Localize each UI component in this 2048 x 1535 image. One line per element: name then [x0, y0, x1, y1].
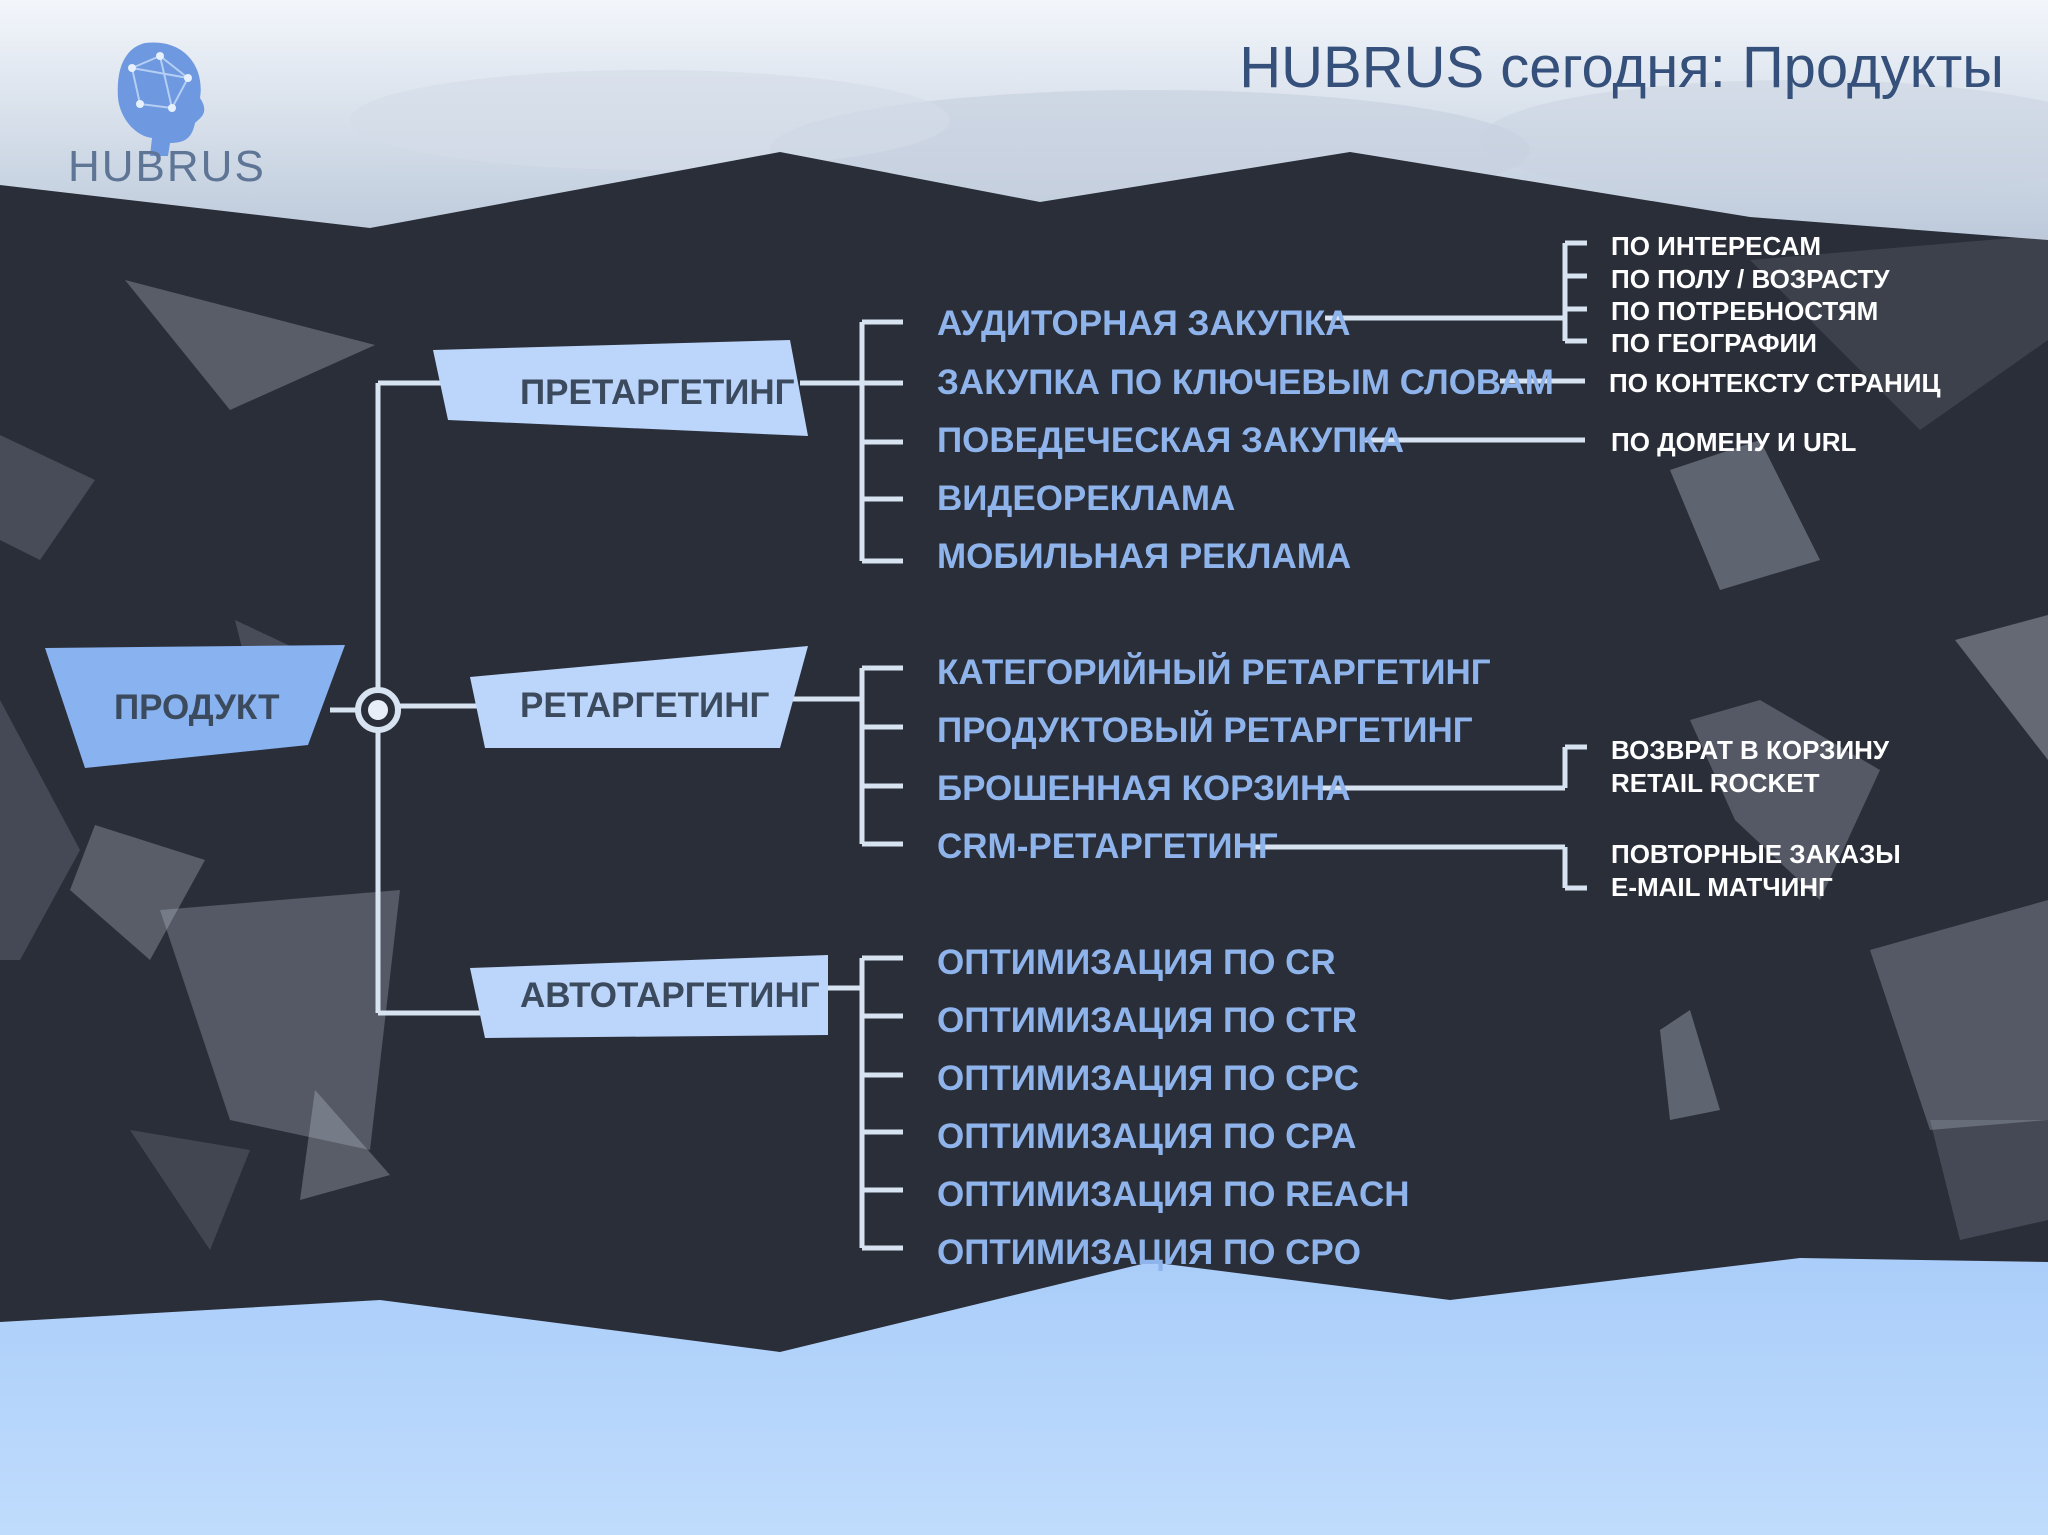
detail-repeat-orders: ПОВТОРНЫЕ ЗАКАЗЫ [1611, 839, 1901, 869]
item-mobile-ads: МОБИЛЬНАЯ РЕКЛАМА [937, 537, 1352, 576]
item-product-retargeting: ПРОДУКТОВЫЙ РЕТАРГЕТИНГ [937, 711, 1473, 750]
detail-retail-rocket: RETAIL ROCKET [1611, 768, 1820, 798]
branch-label-pretargeting: ПРЕТАРГЕТИНГ [520, 373, 795, 412]
detail-by-domain-url: ПО ДОМЕНУ И URL [1611, 427, 1857, 457]
detail-by-interests: ПО ИНТЕРЕСАМ [1611, 231, 1822, 261]
item-opt-reach: ОПТИМИЗАЦИЯ ПО REACH [937, 1175, 1410, 1214]
crystal-shards [0, 235, 2048, 1250]
item-behavioral-buying: ПОВЕДЕЧЕСКАЯ ЗАКУПКА [937, 421, 1405, 460]
detail-by-geography: ПО ГЕОГРАФИИ [1611, 328, 1817, 358]
item-opt-cpc: ОПТИМИЗАЦИЯ ПО CPC [937, 1059, 1360, 1098]
branch-label-autotargeting: АВТОТАРГЕТИНГ [520, 976, 820, 1015]
hubrus-logo-icon [117, 42, 205, 157]
page-title: HUBRUS сегодня: Продукты [1239, 35, 2004, 100]
branch-label-retargeting: РЕТАРГЕТИНГ [520, 686, 770, 725]
logo-text: HUBRUS [68, 142, 266, 191]
dark-band [0, 152, 2048, 1352]
detail-by-gender-age: ПО ПОЛУ / ВОЗРАСТУ [1611, 264, 1890, 294]
detail-by-needs: ПО ПОТРЕБНОСТЯМ [1611, 296, 1879, 326]
item-crm-retargeting: CRM-РЕТАРГЕТИНГ [937, 827, 1278, 866]
cloud [1480, 80, 2048, 200]
item-video-ads: ВИДЕОРЕКЛАМА [937, 479, 1236, 518]
item-opt-ctr: ОПТИМИЗАЦИЯ ПО CTR [937, 1001, 1358, 1040]
cloud [350, 70, 950, 170]
detail-cart-return: ВОЗВРАТ В КОРЗИНУ [1611, 735, 1890, 765]
item-abandoned-cart: БРОШЕННАЯ КОРЗИНА [937, 769, 1351, 808]
item-category-retargeting: КАТЕГОРИЙНЫЙ РЕТАРГЕТИНГ [937, 653, 1491, 692]
item-opt-cr: ОПТИМИЗАЦИЯ ПО CR [937, 943, 1336, 982]
item-audience-buying: АУДИТОРНАЯ ЗАКУПКА [937, 304, 1351, 343]
detail-email-matching: E-MAIL МАТЧИНГ [1611, 872, 1833, 902]
item-opt-cpa: ОПТИМИЗАЦИЯ ПО CPA [937, 1117, 1357, 1156]
item-keyword-buying: ЗАКУПКА ПО КЛЮЧЕВЫМ СЛОВАМ [937, 363, 1554, 402]
root-label: ПРОДУКТ [114, 688, 280, 727]
detail-by-page-context: ПО КОНТЕКСТУ СТРАНИЦ [1609, 368, 1941, 398]
item-opt-cpo: ОПТИМИЗАЦИЯ ПО CPO [937, 1233, 1361, 1272]
